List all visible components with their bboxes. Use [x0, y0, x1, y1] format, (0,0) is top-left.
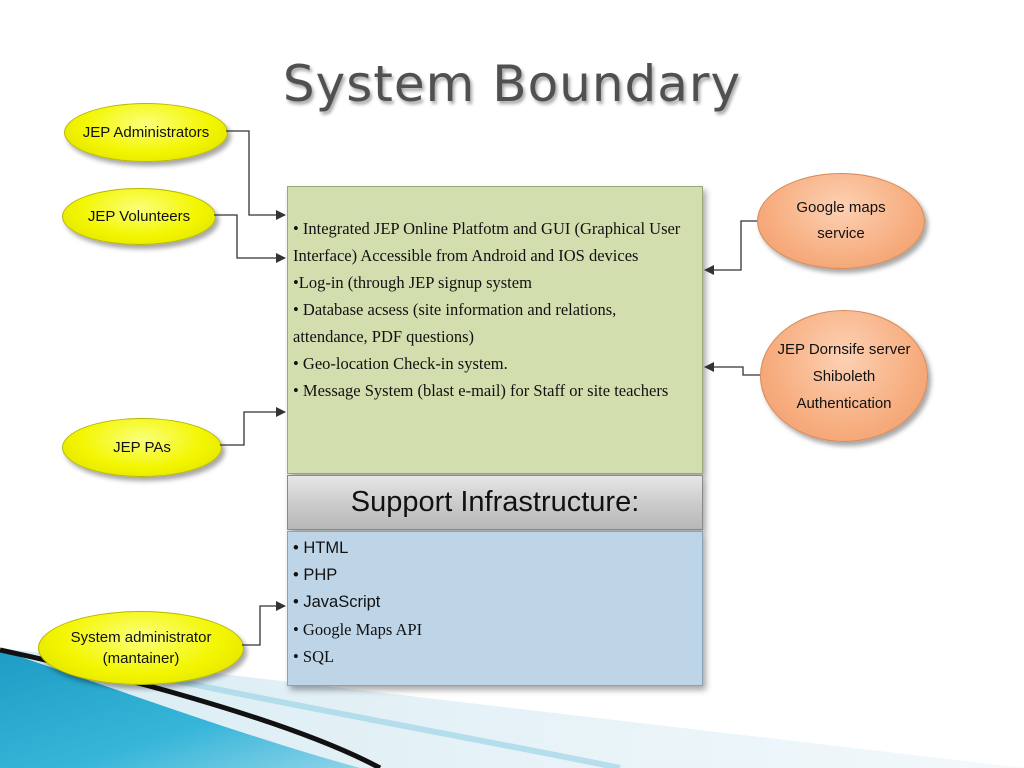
support-infrastructure-list: • HTML • PHP • JavaScript • Google Maps … — [287, 531, 703, 686]
system-line: • Integrated JEP Online Platfotm and GUI… — [293, 219, 681, 238]
system-line: attendance, PDF questions) — [293, 327, 475, 346]
system-boundary-box: • Integrated JEP Online Platfotm and GUI… — [287, 186, 703, 474]
support-item: • JavaScript — [293, 593, 381, 611]
support-item: • HTML — [293, 539, 349, 557]
actor-system-administrator: System administrator (mantainer) — [38, 611, 244, 685]
actor-jep-pas: JEP PAs — [62, 418, 222, 477]
service-shiboleth-authentication: JEP Dornsife server Shiboleth Authentica… — [760, 310, 928, 442]
system-line: Interface) Accessible from Android and I… — [293, 246, 639, 265]
actor-jep-volunteers: JEP Volunteers — [62, 188, 216, 245]
service-google-maps: Google maps service — [757, 173, 925, 269]
actor-label: JEP Volunteers — [87, 208, 191, 225]
service-label: JEP Dornsife server Shiboleth Authentica… — [777, 340, 911, 412]
support-item: • Google Maps API — [293, 620, 423, 639]
support-item: • PHP — [293, 566, 338, 584]
slide-title: System Boundary — [282, 55, 742, 113]
service-label: Google maps service — [796, 199, 886, 242]
system-line: •Log-in (through JEP signup system — [293, 273, 532, 292]
actor-label: JEP Administrators — [82, 124, 210, 141]
actor-jep-administrators: JEP Administrators — [64, 103, 228, 162]
system-line: • Database acsess (site information and … — [293, 300, 617, 319]
actor-label: JEP PAs — [113, 439, 171, 456]
support-item: • SQL — [293, 647, 335, 666]
swoosh-teal-band — [0, 650, 360, 768]
support-header-label: Support Infrastructure: — [350, 486, 640, 518]
support-infrastructure-header: Support Infrastructure: — [287, 475, 703, 530]
system-line: • Message System (blast e-mail) for Staf… — [293, 381, 669, 400]
system-line: • Geo-location Check-in system. — [293, 354, 508, 373]
actor-label: System administrator (mantainer) — [70, 629, 212, 667]
